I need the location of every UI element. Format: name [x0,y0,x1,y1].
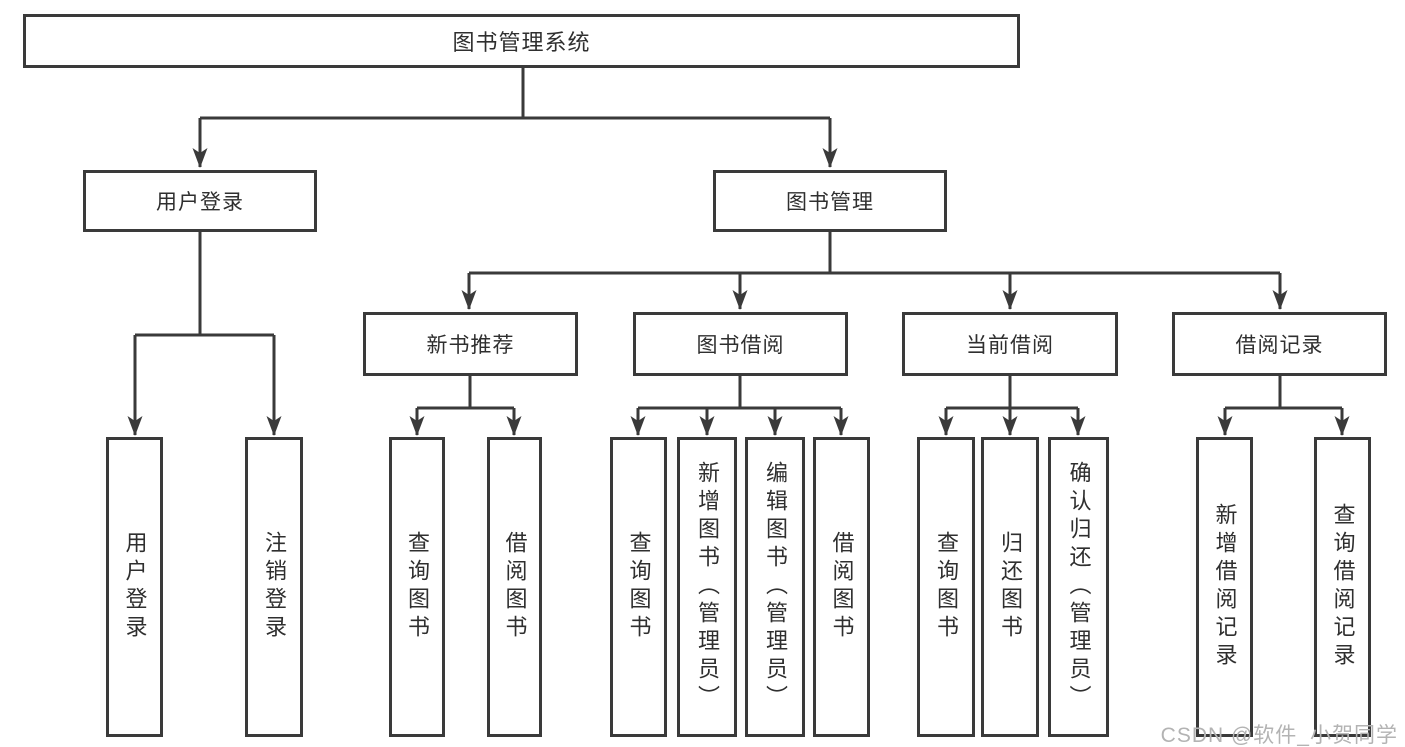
node-library-management-system: 图书管理系统 [23,14,1020,68]
leaf-add-book-admin: 新增图书（管理员） [677,437,737,737]
node-book-borrow: 图书借阅 [633,312,848,376]
leaf-confirm-return-admin: 确认归还（管理员） [1048,437,1109,737]
leaf-label: 用户登录 [122,531,148,643]
leaf-add-borrow-record: 新增借阅记录 [1196,437,1253,737]
leaf-borrow-books-borrow: 借阅图书 [813,437,870,737]
node-current-borrow: 当前借阅 [902,312,1118,376]
leaf-search-borrow-record: 查询借阅记录 [1314,437,1371,737]
leaf-return-books: 归还图书 [981,437,1039,737]
leaf-search-books-current: 查询图书 [917,437,975,737]
node-new-book-recommend: 新书推荐 [363,312,578,376]
leaf-label: 注销登录 [262,531,287,643]
leaf-label: 编辑图书（管理员） [763,461,788,713]
leaf-label: 归还图书 [998,531,1023,643]
leaf-label: 新增借阅记录 [1212,503,1238,671]
watermark: CSDN @软件_小贺同学 [1160,724,1398,747]
leaf-label: 查询借阅记录 [1330,503,1356,671]
leaf-label: 借阅图书 [502,531,528,643]
node-book-management: 图书管理 [713,170,947,232]
leaf-search-books-borrow: 查询图书 [610,437,667,737]
leaf-label: 查询图书 [405,531,430,643]
leaf-user-login: 用户登录 [106,437,163,737]
leaf-label: 确认归还（管理员） [1066,461,1092,713]
leaf-logout: 注销登录 [245,437,303,737]
leaf-label: 借阅图书 [829,531,855,643]
leaf-label: 查询图书 [626,531,652,643]
leaf-edit-book-admin: 编辑图书（管理员） [745,437,805,737]
node-borrow-records: 借阅记录 [1172,312,1387,376]
leaf-label: 新增图书（管理员） [695,461,720,713]
node-user-login: 用户登录 [83,170,317,232]
leaf-search-books-recommend: 查询图书 [389,437,445,737]
leaf-borrow-books-recommend: 借阅图书 [487,437,542,737]
leaf-label: 查询图书 [934,531,959,643]
